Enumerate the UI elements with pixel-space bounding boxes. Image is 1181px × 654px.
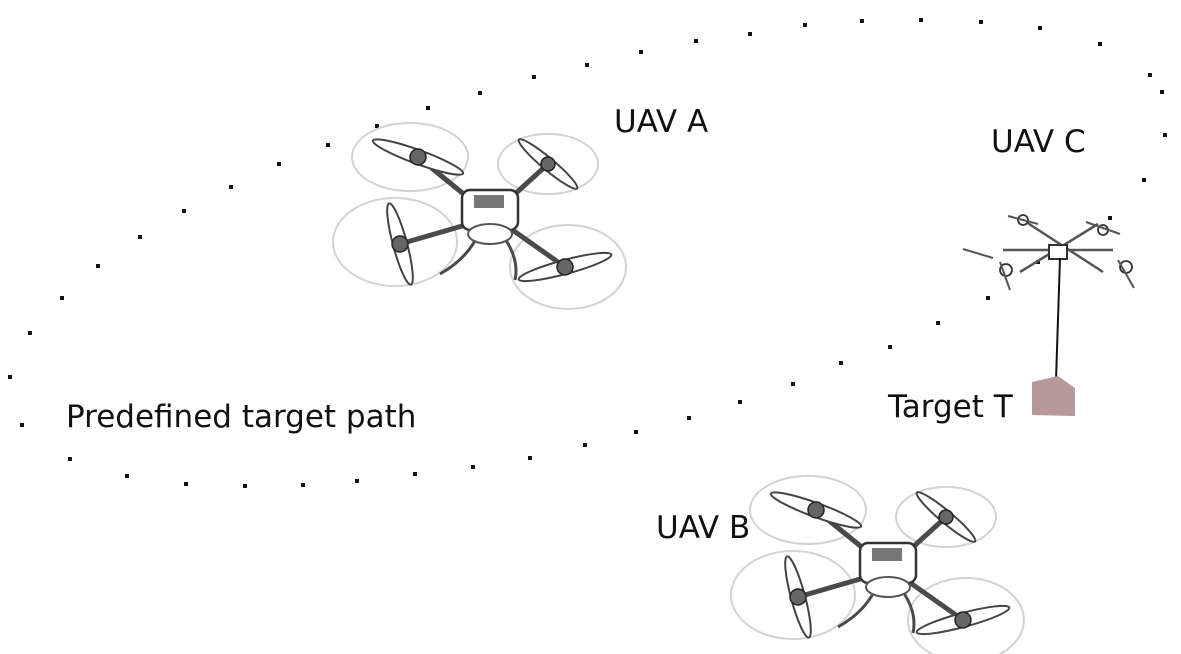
- uav-c-label: UAV C: [991, 124, 1086, 160]
- path-dot: [1098, 42, 1102, 46]
- path-dot: [687, 416, 691, 420]
- predefined-path-dots: [8, 18, 1167, 488]
- path-dot: [803, 23, 807, 27]
- path-dot: [182, 209, 186, 213]
- path-dot: [138, 235, 142, 239]
- uav-b-drone: [731, 476, 1024, 654]
- path-dot: [125, 474, 129, 478]
- uav-a-label: UAV A: [614, 104, 709, 140]
- path-dot: [28, 331, 32, 335]
- path-dot: [355, 479, 359, 483]
- path-dot: [20, 423, 24, 427]
- path-dot: [68, 457, 72, 461]
- path-dot: [634, 430, 638, 434]
- path-dot: [277, 162, 281, 166]
- path-dot: [326, 143, 330, 147]
- path-dot: [860, 19, 864, 23]
- uav-c-drone: [962, 214, 1135, 291]
- path-dot: [1148, 73, 1152, 77]
- path-dot: [639, 50, 643, 54]
- path-dot: [1160, 90, 1164, 94]
- path-dot: [919, 18, 923, 22]
- path-dot: [694, 39, 698, 43]
- path-dot: [413, 472, 417, 476]
- path-dot: [979, 20, 983, 24]
- path-dot: [229, 185, 233, 189]
- path-dot: [96, 264, 100, 268]
- target-box: [1032, 376, 1075, 416]
- path-dot: [528, 456, 532, 460]
- path-dot: [585, 63, 589, 67]
- path-dot: [748, 32, 752, 36]
- path-dot: [532, 75, 536, 79]
- path-dot: [1038, 26, 1042, 30]
- path-dot: [426, 106, 430, 110]
- path-dot: [583, 443, 587, 447]
- path-dot: [478, 91, 482, 95]
- path-dot: [301, 483, 305, 487]
- path-dot: [184, 482, 188, 486]
- path-dot: [839, 361, 843, 365]
- path-dot: [8, 375, 12, 379]
- path-dot: [986, 296, 990, 300]
- path-dot: [936, 321, 940, 325]
- target-label: Target T: [888, 389, 1013, 425]
- path-dot: [375, 124, 379, 128]
- path-dot: [471, 465, 475, 469]
- path-dot: [1142, 178, 1146, 182]
- path-dot: [60, 296, 64, 300]
- path-dot: [1163, 133, 1167, 137]
- path-dot: [243, 484, 247, 488]
- target-tether-line: [1055, 257, 1061, 381]
- uav-a-drone: [333, 123, 626, 309]
- uav-b-label: UAV B: [656, 510, 751, 546]
- path-dot: [791, 382, 795, 386]
- path-label: Predefined target path: [66, 399, 417, 435]
- path-dot: [888, 345, 892, 349]
- path-dot: [738, 400, 742, 404]
- path-dot: [1108, 216, 1112, 220]
